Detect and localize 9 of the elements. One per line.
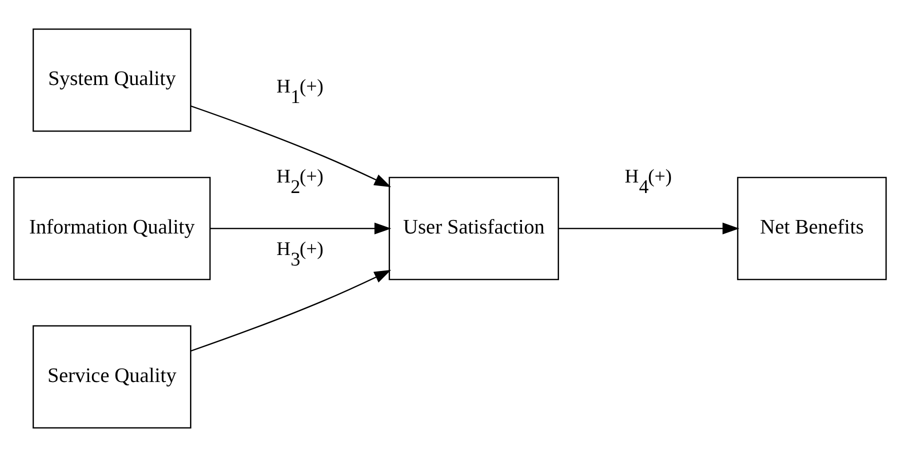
arrow [210, 222, 392, 234]
arrow [190, 270, 392, 352]
arrow [190, 105, 392, 188]
node-box: System Quality [32, 28, 192, 132]
node-box: Service Quality [32, 325, 192, 428]
node-box: Information Quality [13, 176, 211, 280]
node-box: User Satisfaction [388, 176, 560, 280]
arrow [558, 222, 740, 234]
node-box: Net Benefits [737, 176, 887, 280]
